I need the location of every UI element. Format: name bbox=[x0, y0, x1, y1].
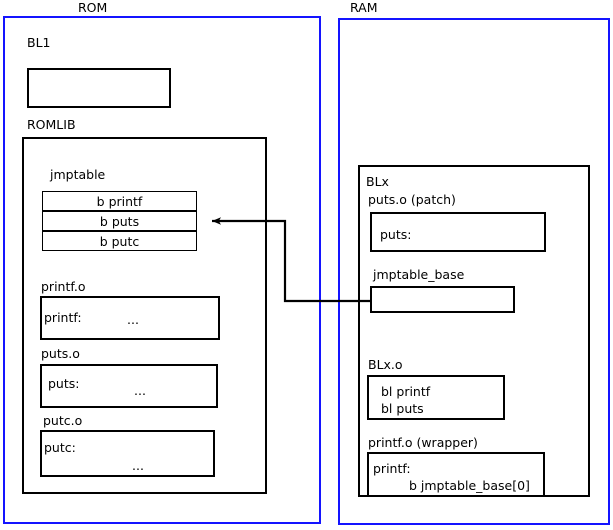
jmptable-base-label: jmptable_base bbox=[373, 267, 465, 282]
jmptable-row: b puts bbox=[42, 211, 197, 231]
rom-object-box-puts-o: puts: ... bbox=[40, 364, 218, 408]
bl1-label: BL1 bbox=[27, 35, 51, 50]
blx-o-line-2: bl puts bbox=[381, 401, 424, 416]
rom-object-label-puts-o: puts.o bbox=[41, 346, 80, 361]
patch-label: puts.o (patch) bbox=[368, 192, 456, 207]
rom-region-box bbox=[3, 16, 321, 524]
wrapper-symbol: printf: bbox=[373, 461, 411, 476]
rom-object-body: ... bbox=[127, 312, 139, 327]
bl1-box bbox=[27, 68, 171, 108]
rom-object-box-printf-o: printf: ... bbox=[40, 296, 220, 340]
jmptable-row-label: b putc bbox=[99, 234, 140, 249]
rom-object-symbol: printf: bbox=[44, 310, 82, 325]
ram-region-box bbox=[338, 18, 610, 525]
jmptable-label: jmptable bbox=[50, 167, 106, 182]
jmptable-base-box bbox=[370, 286, 515, 313]
patch-symbol: puts: bbox=[380, 227, 412, 242]
ram-region-label: RAM bbox=[350, 0, 378, 15]
rom-object-box-putc-o: putc: ... bbox=[40, 430, 215, 477]
blx-label: BLx bbox=[366, 174, 389, 189]
blx-o-label: BLx.o bbox=[368, 357, 403, 372]
wrapper-label: printf.o (wrapper) bbox=[368, 435, 478, 450]
rom-object-label-putc-o: putc.o bbox=[43, 413, 83, 428]
blx-o-box: bl printf bl puts bbox=[367, 375, 505, 420]
rom-object-symbol: puts: bbox=[48, 376, 80, 391]
rom-object-body: ... bbox=[134, 383, 146, 398]
jmptable-row-label: b puts bbox=[99, 214, 140, 229]
blx-o-line-1: bl printf bbox=[381, 384, 431, 399]
rom-object-body: ... bbox=[132, 458, 144, 473]
jmptable-row: b printf bbox=[42, 191, 197, 211]
rom-region-label: ROM bbox=[78, 0, 108, 15]
wrapper-box: printf: b jmptable_base[0] bbox=[367, 452, 545, 497]
rom-object-label-printf-o: printf.o bbox=[41, 279, 86, 294]
jmptable-row-label: b printf bbox=[96, 194, 143, 209]
patch-box: puts: bbox=[370, 212, 546, 252]
jmptable-row: b putc bbox=[42, 231, 197, 251]
rom-object-symbol: putc: bbox=[44, 440, 76, 455]
romlib-label: ROMLIB bbox=[27, 117, 76, 132]
wrapper-instruction: b jmptable_base[0] bbox=[409, 478, 530, 493]
